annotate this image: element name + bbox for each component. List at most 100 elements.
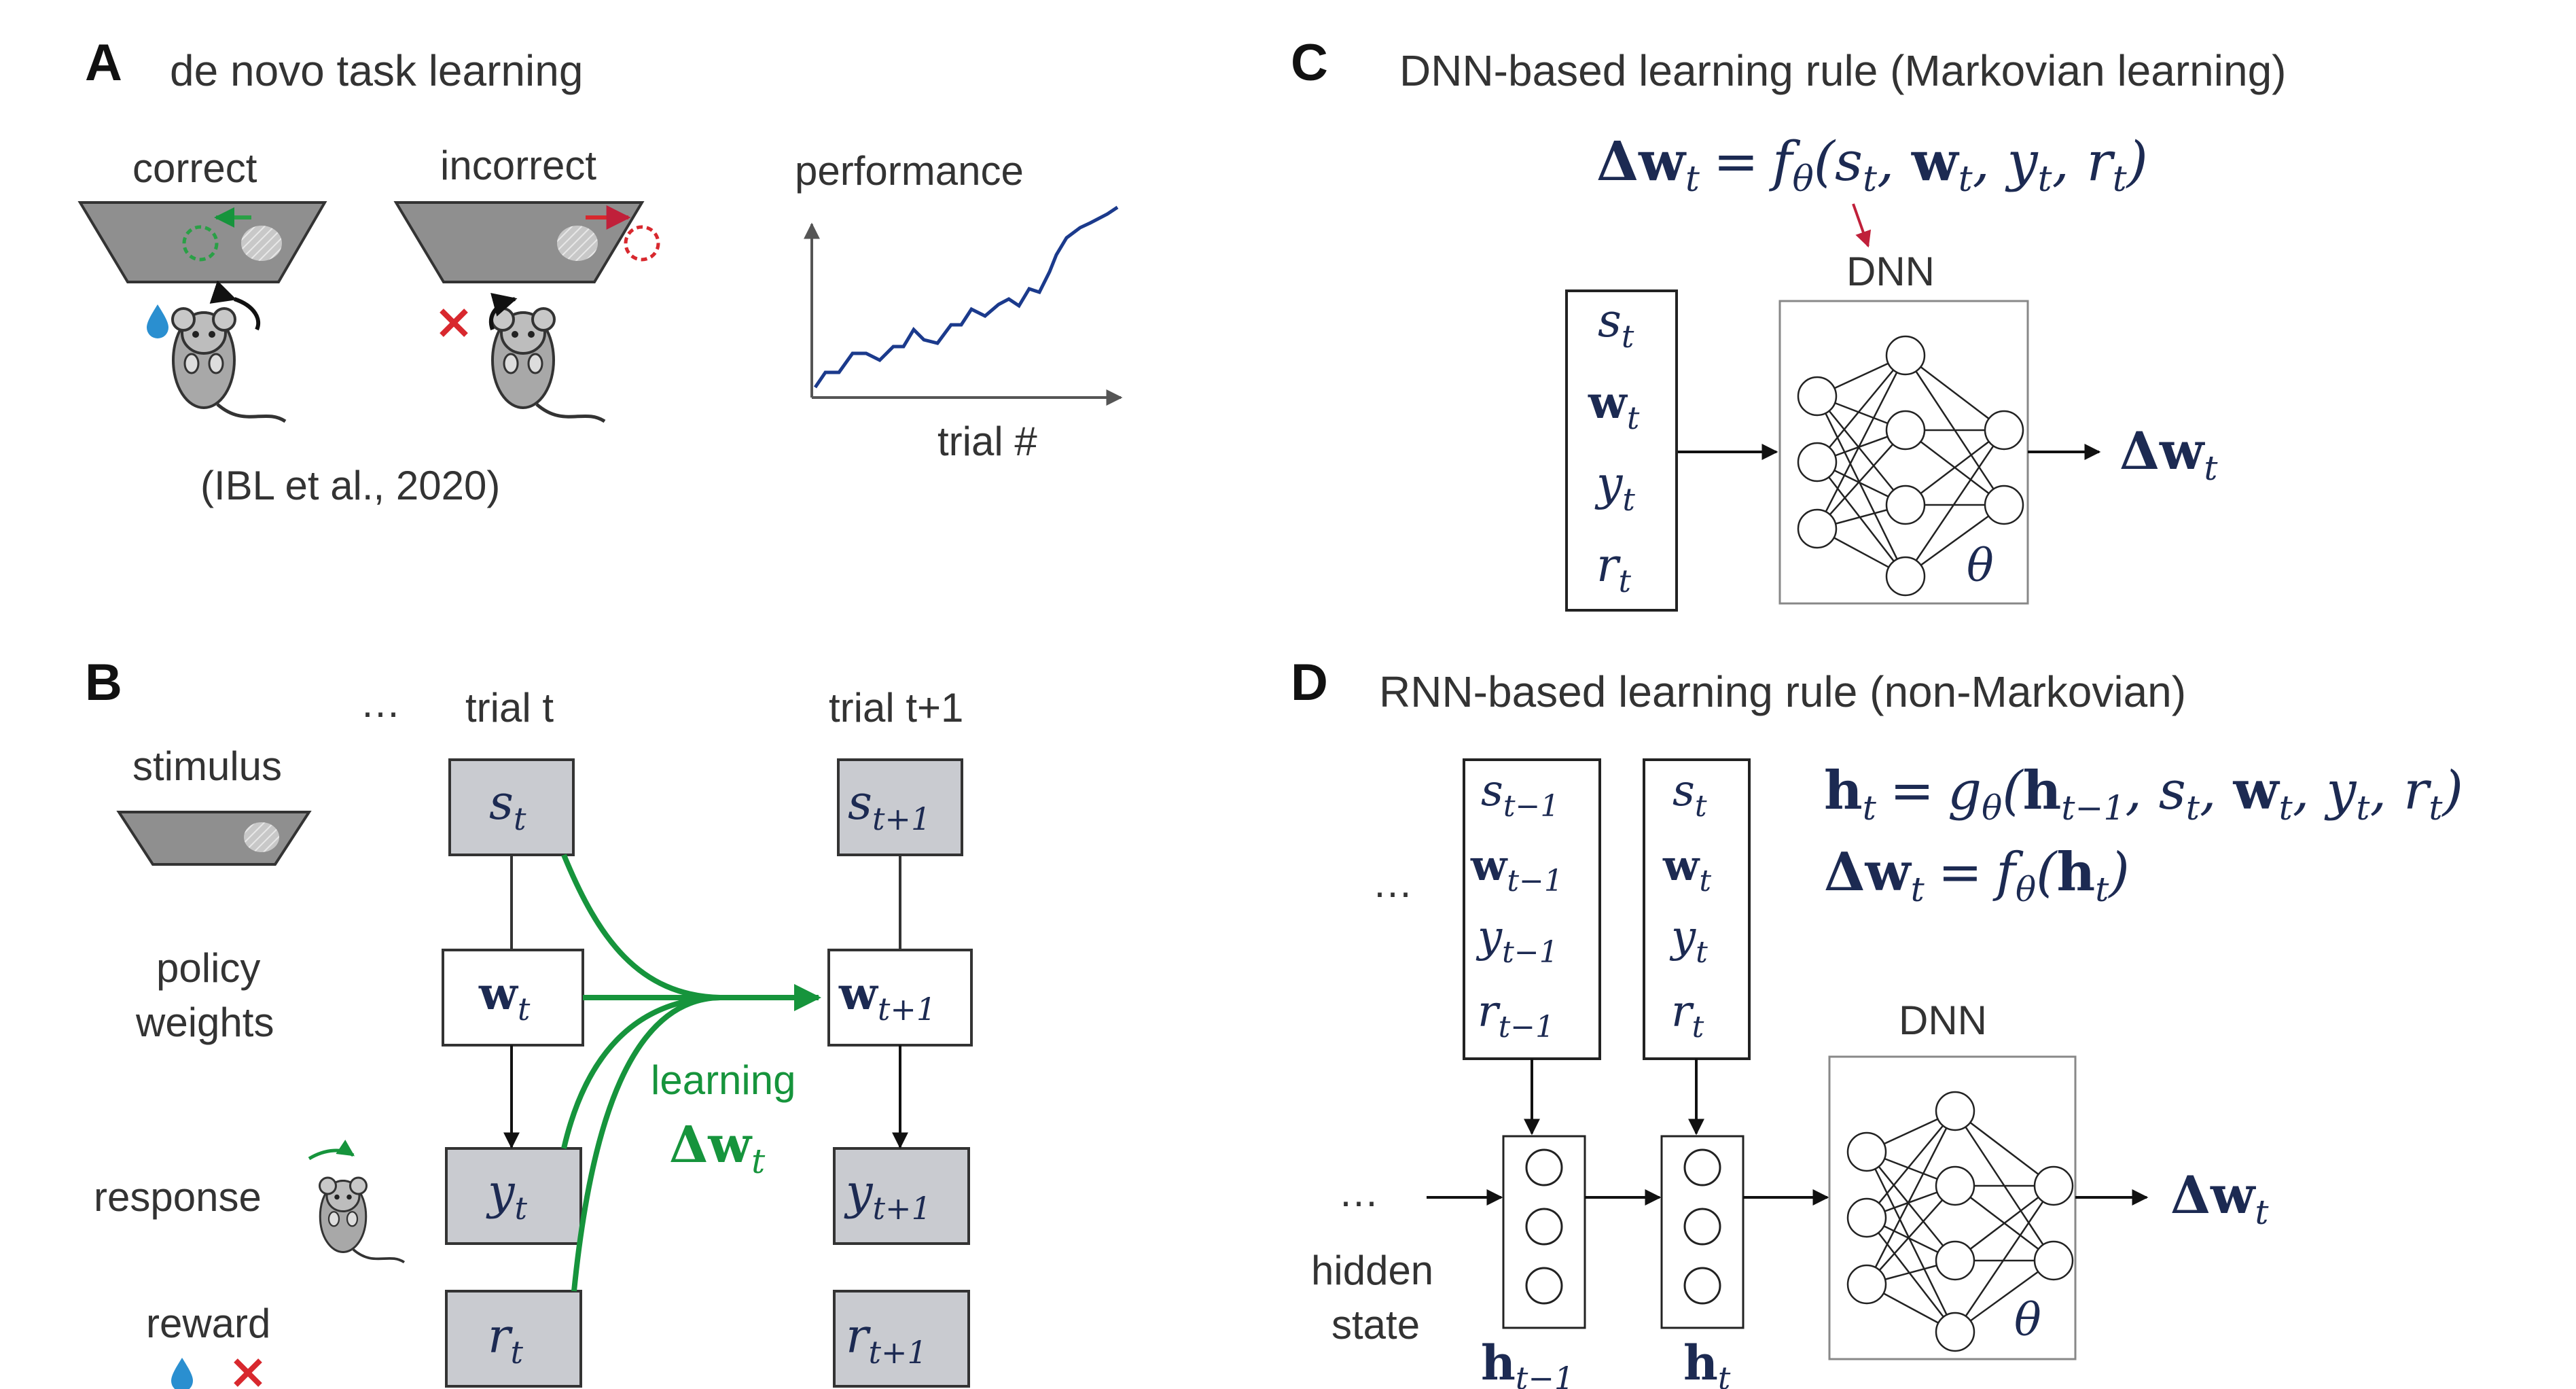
- panel-a-letter: A: [85, 34, 122, 92]
- plot-xlabel: trial #: [937, 419, 1037, 464]
- cell-r-t-label: rt: [488, 1308, 523, 1371]
- panel-d: D RNN-based learning rule (non-Markovian…: [1291, 654, 2463, 1389]
- panel-c-equation: Δwt=fθ(st, wt, yt, rt): [1596, 129, 2148, 200]
- nn-edge: [1817, 395, 1906, 506]
- ellipsis: …: [360, 680, 401, 726]
- turn-arrow-icon: [209, 280, 261, 331]
- nn-node: [1797, 376, 1838, 417]
- panel-c-dnn-label: DNN: [1846, 249, 1935, 294]
- hidden-unit: [1683, 1267, 1721, 1305]
- input-s: st: [1598, 294, 1634, 355]
- cell-s-t-label: st: [489, 775, 526, 837]
- input-y-prev: yt−1: [1475, 912, 1558, 970]
- panel-c-title: DNN-based learning rule (Markovian learn…: [1399, 46, 2286, 95]
- nn-edge: [1817, 429, 1906, 529]
- nn-node: [1846, 1197, 1887, 1238]
- hidden-unit: [1525, 1148, 1563, 1186]
- panel-c-input-box: [1565, 289, 1678, 612]
- hidden-unit: [1525, 1267, 1563, 1305]
- nn-edge: [1866, 1217, 1956, 1333]
- nn-edge: [1905, 355, 2005, 431]
- nn-edge: [1817, 461, 1906, 577]
- nn-node: [1797, 508, 1838, 549]
- panel-b: B … trial t trial t+1 stimulus policy we…: [85, 654, 973, 1389]
- hidden-state-label-1: hidden: [1311, 1248, 1433, 1293]
- nn-edge: [1905, 504, 2005, 578]
- panel-d-equation-2: Δwt=fθ(ht): [1824, 841, 2130, 909]
- cell-r-t1-label: rt+1: [846, 1308, 927, 1371]
- input-r-prev: rt−1: [1478, 987, 1554, 1044]
- neural-network-icon: [1846, 1091, 2074, 1352]
- nn-node: [1935, 1312, 1975, 1352]
- nn-edge: [1866, 1151, 1956, 1261]
- cell-r-t1: [833, 1290, 970, 1388]
- nn-node: [2033, 1240, 2074, 1281]
- hidden-state-label-2: state: [1331, 1302, 1420, 1348]
- correct-label: correct: [132, 145, 257, 191]
- cell-w-t-label: wt: [478, 967, 531, 1027]
- stimulus-label: stimulus: [132, 743, 282, 789]
- panel-d-dnn-label: DNN: [1899, 998, 1987, 1043]
- hidden-unit: [1525, 1208, 1563, 1246]
- nn-node: [1984, 410, 2024, 451]
- cell-s-t1: [837, 758, 963, 856]
- citation: (IBL et al., 2020): [200, 463, 500, 508]
- plot-ylabel: performance: [795, 148, 1024, 194]
- weights-label: weights: [135, 1000, 274, 1045]
- h-cur-label: ht: [1683, 1335, 1731, 1389]
- input-w: wt: [1588, 376, 1640, 436]
- cur-input-box: [1643, 758, 1751, 1060]
- nn-node: [1935, 1240, 1975, 1281]
- nn-edge: [1954, 1110, 2054, 1186]
- learning-delta-w: Δwt: [669, 1116, 766, 1181]
- cell-y-t1: [833, 1147, 970, 1245]
- input-w-prev: wt−1: [1470, 841, 1563, 898]
- learning-label: learning: [651, 1057, 796, 1103]
- input-s-prev: st−1: [1481, 766, 1559, 824]
- h-prev-label: ht−1: [1481, 1335, 1574, 1389]
- input-r-cur: rt: [1671, 987, 1704, 1044]
- nn-node: [1984, 485, 2024, 525]
- nn-edge: [1905, 429, 2005, 506]
- incorrect-screen: [393, 201, 660, 283]
- prev-input-box: [1463, 758, 1601, 1060]
- pointer-arrow: [1852, 203, 1872, 248]
- nn-node: [1797, 442, 1838, 482]
- nn-node: [1846, 1264, 1887, 1305]
- cell-y-t1-label: yt+1: [844, 1164, 931, 1227]
- cell-w-t: [442, 949, 584, 1047]
- performance-line: [813, 205, 1119, 389]
- input-w-cur: wt: [1662, 841, 1711, 898]
- nn-edge: [1865, 1110, 1956, 1285]
- panel-d-equation-1: ht=gθ(ht−1, st, wt, yt, rt): [1824, 760, 2463, 828]
- nn-node: [1885, 410, 1926, 451]
- panel-d-output: Δwt: [2170, 1165, 2269, 1232]
- nn-edge: [1817, 355, 1906, 463]
- reward-label: reward: [146, 1301, 270, 1346]
- water-drop-icon: [147, 304, 168, 338]
- nn-edge: [1904, 429, 2005, 577]
- cell-y-t: [445, 1147, 582, 1245]
- performance-plot: performance trial #: [795, 148, 1123, 464]
- nn-edge: [1816, 355, 1907, 529]
- panel-d-title: RNN-based learning rule (non-Markovian): [1379, 667, 2186, 716]
- learning-flow: [561, 854, 821, 1292]
- nn-edge: [1866, 1185, 1956, 1285]
- panel-a-title: de novo task learning: [170, 46, 583, 95]
- correct-screen: [77, 201, 327, 283]
- policy-label: policy: [156, 945, 260, 991]
- mouse-response-icon: [318, 1176, 406, 1264]
- panel-c: C DNN-based learning rule (Markovian lea…: [1291, 34, 2286, 612]
- mouse-correct-icon: [173, 309, 285, 421]
- x-mark-icon: [442, 311, 466, 335]
- response-arrow-icon: [308, 1140, 355, 1161]
- panel-d-letter: D: [1291, 654, 1328, 711]
- nn-node: [1935, 1091, 1975, 1131]
- water-drop-icon: [171, 1358, 193, 1389]
- stimulus-screen: [116, 811, 312, 866]
- panel-b-letter: B: [85, 654, 122, 711]
- cell-w-t1-label: wt+1: [838, 967, 936, 1027]
- input-s-cur: st: [1672, 766, 1707, 824]
- nn-node: [2033, 1165, 2074, 1206]
- mouse-incorrect-icon: [492, 309, 605, 421]
